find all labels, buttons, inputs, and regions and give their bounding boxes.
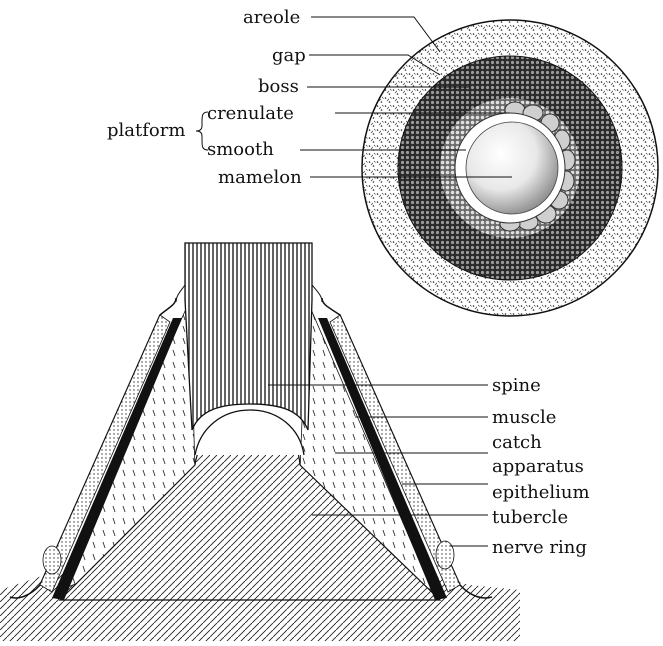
section-mamelon — [195, 410, 304, 455]
label-areole: areole — [243, 7, 300, 28]
label-mamelon: mamelon — [218, 167, 302, 188]
nerve-ring-left — [43, 546, 61, 574]
label-gap: gap — [272, 45, 306, 66]
top-view — [362, 20, 658, 316]
label-spine: spine — [492, 375, 541, 396]
label-platform: platform — [107, 120, 185, 141]
label-apparatus: apparatus — [492, 456, 584, 477]
collar-right — [312, 285, 322, 302]
mamelon — [466, 122, 558, 214]
label-nerve-ring: nerve ring — [492, 537, 587, 558]
label-crenulate: crenulate — [207, 103, 294, 124]
label-muscle: muscle — [492, 407, 556, 428]
spine-shaft — [185, 243, 312, 430]
label-tubercle: tubercle — [492, 507, 568, 528]
label-smooth: smooth — [207, 139, 274, 160]
section-view — [0, 243, 520, 641]
label-epithelium: epithelium — [492, 482, 590, 503]
collar-left — [176, 285, 185, 302]
label-catch: catch — [492, 432, 542, 453]
label-boss: boss — [258, 76, 299, 97]
nerve-ring-right — [436, 541, 454, 569]
